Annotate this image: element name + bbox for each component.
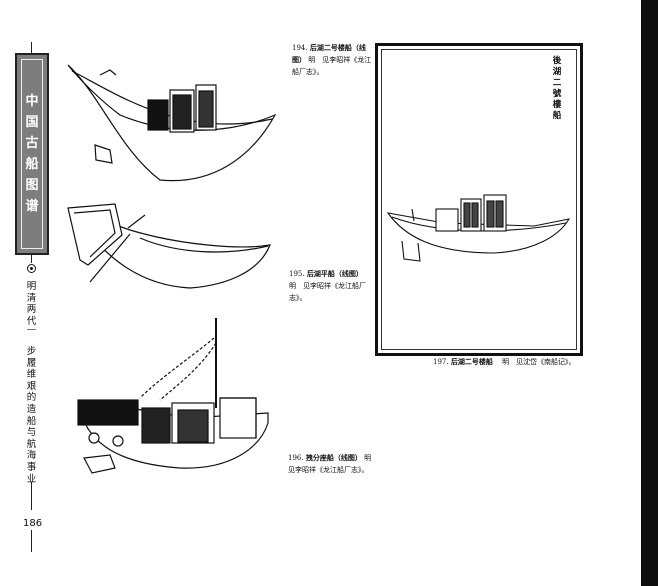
boat-195-drawing bbox=[67, 203, 271, 289]
series-title-char: 船 bbox=[25, 156, 39, 172]
caption-fig197: 197. 后湖二号楼船 明 见沈岱《南船记》。 bbox=[433, 357, 576, 366]
boat-196-drawing bbox=[77, 318, 269, 474]
plate-title: 後湖二號樓船 bbox=[552, 56, 562, 121]
boat-194-drawing bbox=[67, 64, 277, 182]
page-number: 186 bbox=[23, 518, 43, 529]
series-title-char: 谱 bbox=[25, 198, 39, 214]
series-title-char: 古 bbox=[25, 135, 39, 151]
boat-197-woodblock bbox=[386, 194, 571, 262]
series-title-char: 国 bbox=[25, 114, 39, 130]
caption-fig196: 196. 拽分座船（线图） 明 见李昭祥《龙江船厂志》。 bbox=[288, 454, 379, 474]
page-rule bbox=[31, 530, 32, 552]
sidebar-rule-top bbox=[31, 42, 32, 53]
bullet-icon bbox=[27, 264, 36, 273]
series-title-box: 中国古船图谱 bbox=[15, 53, 49, 255]
woodblock-plate-fig197: 後湖二號樓船 bbox=[375, 43, 583, 356]
era-heading: 明清两代 bbox=[26, 281, 37, 327]
series-title-char: 中 bbox=[25, 93, 39, 109]
chapter-subtitle: 步履维艰的造船与航海事业 bbox=[26, 346, 37, 485]
scan-edge-band bbox=[641, 0, 658, 586]
em-dash: — bbox=[26, 324, 37, 335]
series-title-char: 图 bbox=[25, 177, 39, 193]
plate-inner-frame bbox=[381, 49, 577, 350]
sidebar-rule bbox=[31, 255, 32, 263]
sidebar-rule-bottom bbox=[31, 482, 32, 510]
caption-fig195: 195. 后湖平船（线图） 明 见李昭祥《龙江船厂志》。 bbox=[289, 270, 366, 302]
caption-fig194: 194. 后湖二号楼船（线图） 明 见李昭祥《龙江船厂志》。 bbox=[292, 44, 372, 76]
series-title: 中国古船图谱 bbox=[21, 59, 43, 249]
